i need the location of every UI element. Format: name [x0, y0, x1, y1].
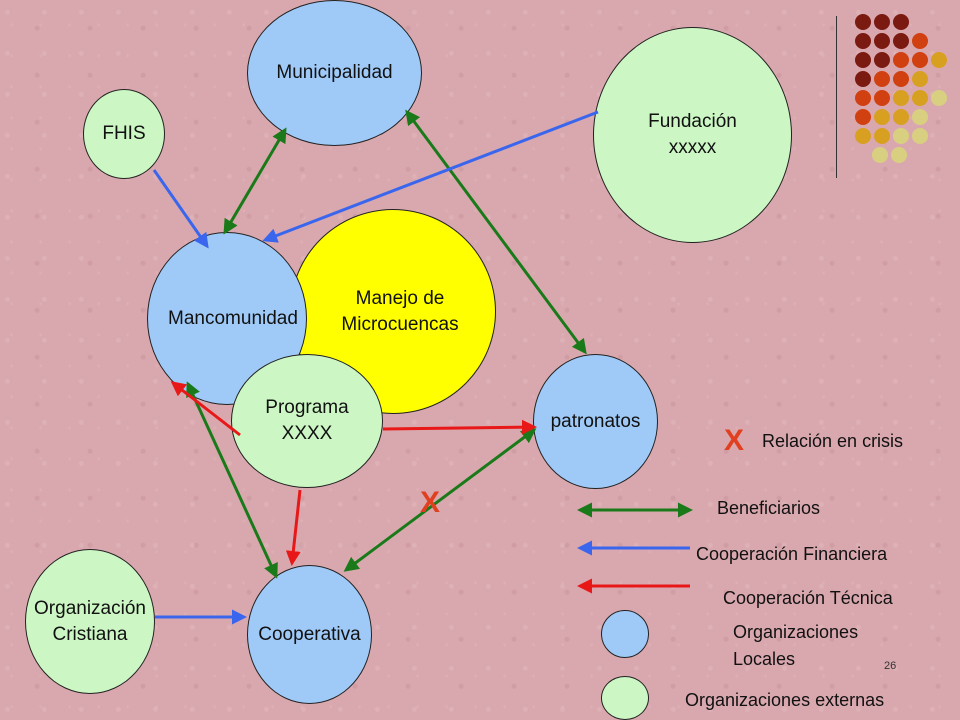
decorative-dot: [891, 147, 907, 163]
node-municipalidad: Municipalidad: [247, 0, 422, 146]
decorative-dot: [855, 52, 871, 68]
decorative-dot: [874, 71, 890, 87]
node-cooperativa: Cooperativa: [247, 565, 372, 704]
legend-crisis-marker: X: [724, 424, 745, 457]
decorative-dot: [874, 14, 890, 30]
legend-crisis-label: Relación en crisis: [762, 431, 904, 451]
edge-programa-cooperativa: [285, 489, 302, 566]
decorative-dot: [872, 147, 888, 163]
decorative-dot: [893, 33, 909, 49]
node-fundacion: Fundación xxxxx: [593, 27, 792, 243]
divider-line: [836, 16, 837, 178]
decorative-dot: [855, 128, 871, 144]
decorative-dot: [912, 52, 928, 68]
node-patronatos: patronatos: [533, 354, 658, 489]
edge-programa-patronatos: [382, 419, 537, 435]
legend-financiera-label: Cooperación Financiera: [696, 544, 888, 564]
page-number: 26: [884, 660, 897, 672]
legend-tecnica-label: Cooperación Técnica: [723, 588, 893, 608]
decorative-dot: [893, 14, 909, 30]
legend-local-swatch: [601, 610, 649, 658]
node-organizacion-cristiana: Organización Cristiana: [25, 549, 155, 694]
edge-fundacion-mancomunidad: [262, 110, 599, 243]
crisis-marker-patronatos-cooperativa: X: [420, 486, 441, 519]
decorative-dot: [893, 52, 909, 68]
node-municipalidad-label: Municipalidad: [276, 62, 393, 84]
decorative-dot: [855, 14, 871, 30]
legend-beneficiarios-label: Beneficiarios: [717, 498, 821, 518]
decorative-dot: [893, 90, 909, 106]
node-mancomunidad-label: Mancomunidad: [168, 307, 298, 329]
legend-locales-label: Organizaciones Locales: [733, 622, 859, 669]
decorative-dot: [855, 90, 871, 106]
decorative-dot: [893, 109, 909, 125]
node-fhis-label: FHIS: [102, 123, 146, 145]
node-fhis: FHIS: [83, 89, 165, 179]
decorative-dot: [855, 109, 871, 125]
decorative-dot: [874, 52, 890, 68]
decorative-dot: [893, 71, 909, 87]
decorative-dot: [912, 109, 928, 125]
edge-programa-mancomunidad: [170, 381, 241, 437]
decorative-dot: [912, 71, 928, 87]
node-org-cristiana-label: Organización Cristiana: [34, 597, 146, 645]
decorative-dot: [855, 71, 871, 87]
node-patronatos-label: patronatos: [550, 410, 641, 432]
edge-municipalidad-patronatos: [405, 109, 587, 355]
decorative-dot: [912, 90, 928, 106]
node-fundacion-label: Fundación xxxxx: [648, 111, 737, 158]
decorative-dot: [931, 52, 947, 68]
edge-fhis-mancomunidad: [152, 169, 209, 249]
legend-externas-label: Organizaciones externas: [685, 690, 885, 710]
decorative-dot: [912, 128, 928, 144]
decorative-dot: [874, 128, 890, 144]
decorative-dot: [855, 33, 871, 49]
decorative-dot: [931, 90, 947, 106]
decorative-dot: [874, 33, 890, 49]
edge-municipalidad-mancomunidad: [223, 127, 287, 235]
decorative-dot: [874, 90, 890, 106]
node-programa-label: Programa XXXX: [265, 397, 349, 444]
decorative-dot: [912, 33, 928, 49]
decorative-dot: [893, 128, 909, 144]
legend-external-swatch: [601, 676, 649, 720]
node-cooperativa-label: Cooperativa: [258, 623, 361, 645]
edge-patronatos-cooperativa: [343, 428, 537, 572]
edge-mancomunidad-cooperativa: [186, 381, 278, 579]
decorative-dot: [874, 109, 890, 125]
